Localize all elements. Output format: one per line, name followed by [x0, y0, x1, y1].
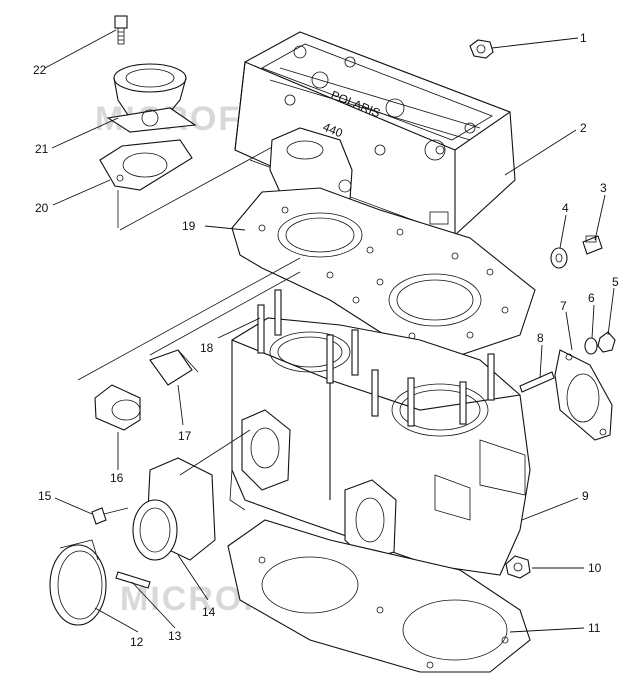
cylinder-nut — [505, 555, 531, 579]
callout-8: 8 — [537, 331, 544, 345]
intake-flange — [132, 457, 216, 561]
cylinder-studs — [257, 289, 495, 427]
cylinder-head-cover: POLARIS 440 — [234, 31, 516, 239]
water-outlet-housing — [106, 63, 197, 133]
callout-5: 5 — [612, 275, 619, 289]
callout-7: 7 — [560, 299, 567, 313]
callout-14: 14 — [202, 605, 216, 619]
exhaust-gasket — [554, 349, 613, 441]
temperature-switch — [149, 349, 199, 386]
water-outlet-gasket — [99, 139, 193, 191]
flange-screw — [115, 571, 151, 589]
callout-16: 16 — [110, 471, 124, 485]
callout-13: 13 — [168, 629, 182, 643]
callout-21: 21 — [35, 142, 49, 156]
base-gasket — [227, 519, 531, 673]
callout-2: 2 — [580, 121, 587, 135]
callout-19: 19 — [182, 219, 196, 233]
water-fitting — [94, 384, 141, 431]
callout-11: 11 — [588, 621, 601, 635]
flange-nut — [597, 331, 616, 353]
temperature-sensor — [582, 235, 603, 255]
cover-nut — [469, 39, 494, 59]
flange-bolt — [91, 507, 129, 525]
sensor-washer — [550, 247, 568, 269]
callout-17: 17 — [178, 429, 192, 443]
callout-6: 6 — [588, 291, 595, 305]
callout-10: 10 — [588, 561, 602, 575]
callout-9: 9 — [582, 489, 589, 503]
hose-clamp — [49, 539, 107, 626]
callout-3: 3 — [600, 181, 607, 195]
leader-lines — [44, 29, 615, 633]
callout-labels: 1 2 3 4 5 6 7 8 9 10 11 12 13 14 15 16 1… — [33, 31, 619, 649]
lock-washer — [584, 337, 598, 355]
callout-20: 20 — [35, 201, 49, 215]
callout-4: 4 — [562, 201, 569, 215]
head-gasket — [231, 187, 536, 363]
exhaust-stud — [519, 371, 555, 393]
cylinder-block — [229, 317, 531, 576]
bleed-screw — [114, 15, 128, 45]
callout-18: 18 — [200, 341, 214, 355]
callout-22: 22 — [33, 63, 47, 77]
callout-15: 15 — [38, 489, 52, 503]
callout-1: 1 — [580, 31, 587, 45]
callout-12: 12 — [130, 635, 144, 649]
